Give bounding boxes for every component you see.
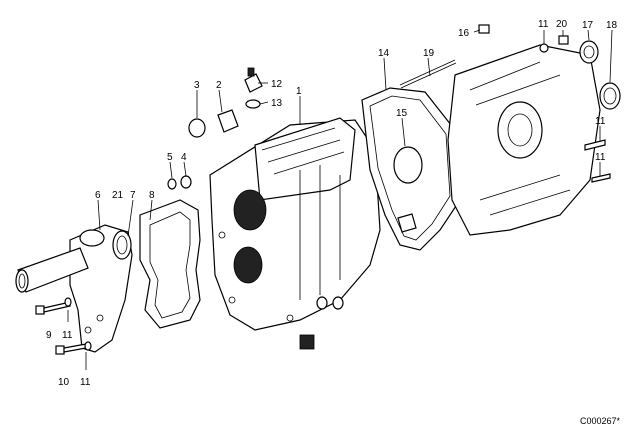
callout-18: 18 [606, 20, 618, 31]
sensor-part [397, 213, 417, 233]
callout-11-c: 11 [538, 19, 549, 30]
callout-8: 8 [149, 190, 155, 201]
callout-labels: 1 2 3 4 5 6 7 8 9 10 11 11 11 11 11 12 1… [46, 19, 618, 388]
seal-17 [579, 40, 599, 64]
callout-17: 17 [582, 20, 594, 31]
leader-lines [67, 29, 613, 370]
callout-16: 16 [458, 28, 470, 39]
callout-7: 7 [130, 190, 136, 201]
rear-housing-18 [447, 44, 601, 236]
catalog-code: C000267* [580, 416, 621, 426]
nut-20 [558, 35, 569, 45]
callout-3: 3 [194, 80, 200, 91]
callout-15: 15 [396, 108, 408, 119]
seal-18-ring [599, 82, 621, 110]
callout-5: 5 [167, 152, 173, 163]
callout-11-e: 11 [595, 152, 606, 163]
callout-13: 13 [271, 98, 283, 109]
callout-20: 20 [556, 19, 568, 30]
output-shaft-sleeve [15, 247, 89, 293]
nut-16 [478, 24, 490, 34]
callout-10: 10 [58, 377, 70, 388]
switch-12 [244, 67, 263, 93]
rear-gasket-15 [361, 87, 461, 251]
plug-lower [299, 334, 315, 350]
callout-1: 1 [296, 86, 302, 97]
callout-12: 12 [271, 79, 283, 90]
washer-5 [167, 178, 177, 190]
nuts-lower [316, 296, 344, 310]
callout-9: 9 [46, 330, 52, 341]
seal-ring-21 [112, 230, 132, 260]
washer-11-left [64, 297, 92, 351]
callout-21: 21 [112, 190, 124, 201]
callout-19: 19 [423, 48, 435, 59]
nut-4 [180, 175, 192, 189]
callout-11-b: 11 [80, 377, 91, 388]
callout-14: 14 [378, 48, 390, 59]
callout-2: 2 [216, 80, 222, 91]
front-gasket-8 [139, 199, 201, 329]
callout-11-d: 11 [595, 116, 606, 127]
callout-11-a: 11 [62, 330, 73, 341]
bolt-10 [55, 343, 87, 355]
callout-6: 6 [95, 190, 101, 201]
stud-19 [399, 59, 457, 89]
plug-3 [188, 118, 206, 138]
transmission-housing-1 [209, 117, 381, 331]
washer-13 [245, 99, 261, 109]
bolts-11-right [539, 43, 611, 183]
callout-4: 4 [181, 152, 187, 163]
plug-2 [217, 109, 239, 133]
